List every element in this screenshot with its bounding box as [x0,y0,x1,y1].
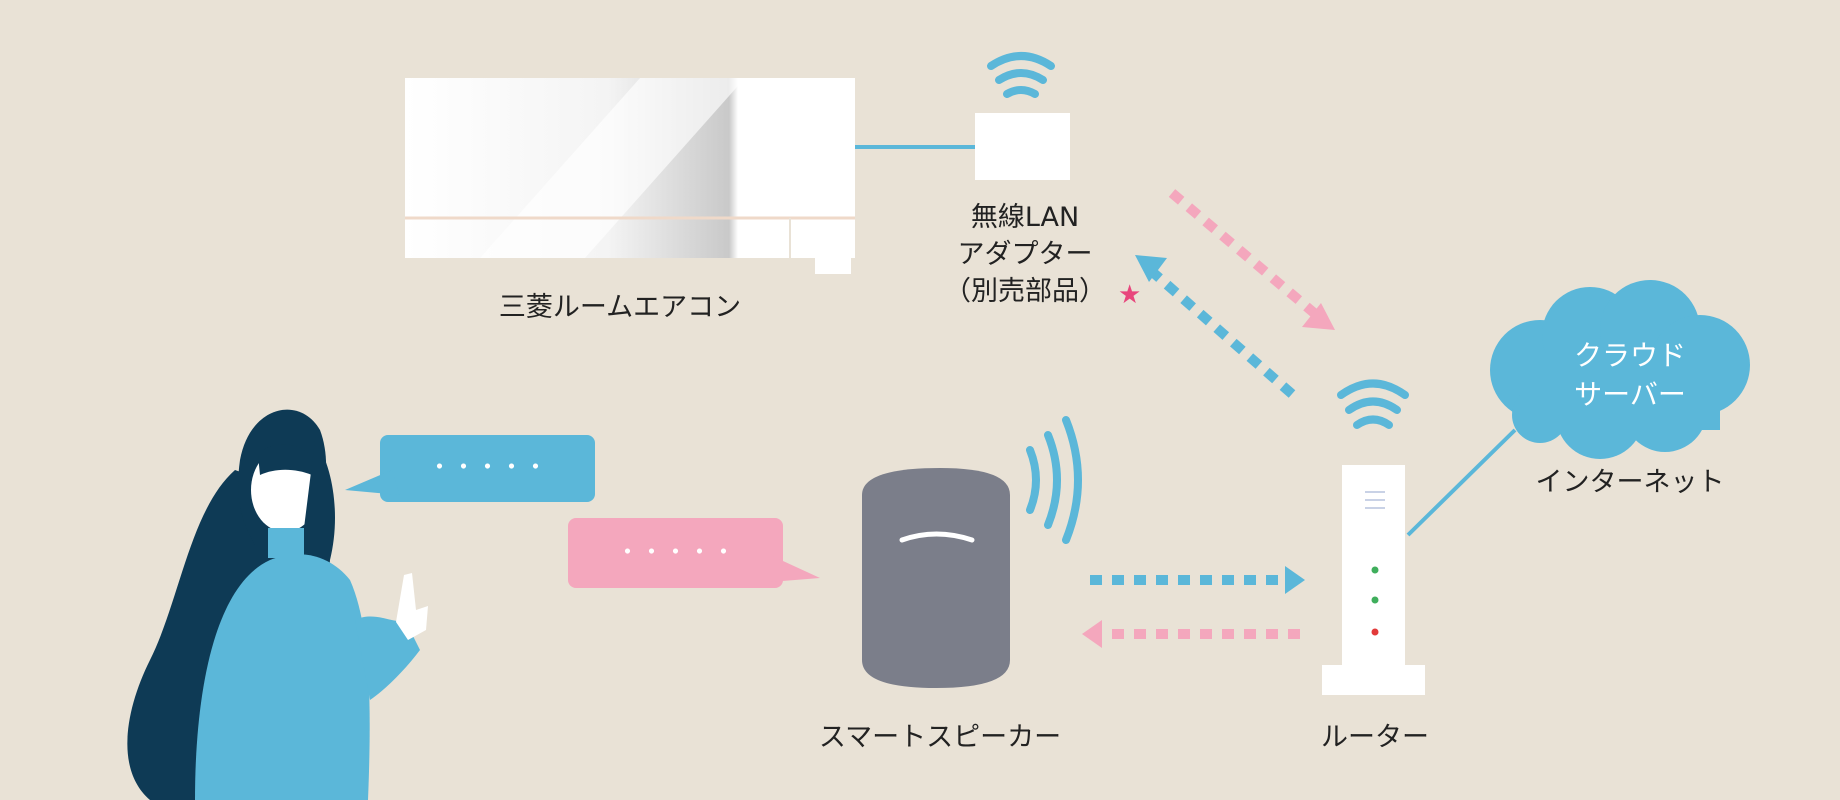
woman-user-icon [127,409,428,800]
wireless-lan-adapter-icon [975,113,1070,180]
air-conditioner-icon [405,78,855,274]
router-to-speaker-arrow [1082,620,1300,648]
smart-speaker-icon [862,468,1010,688]
speaker-label: スマートスピーカー [818,722,1062,753]
adapter-wifi-icon [987,52,1055,98]
adapter-label-line1: 無線LAN [970,202,1080,233]
cloud-label-line1: クラウド [1573,339,1686,372]
star-mark: ★ [1118,280,1142,310]
speech-bubble-pink-dots: ・・・・・ [615,538,736,566]
speaker-to-router-arrow [1090,566,1305,594]
router-label: ルーター [1321,722,1429,753]
cloud-server-icon [1490,280,1750,459]
router-to-adapter-arrow [1135,255,1296,398]
internet-connection-line [1406,428,1517,537]
speech-bubble-blue [345,435,595,502]
adapter-label-line3: （別売部品） [944,276,1106,307]
aircon-label: 三菱ルームエアコン [498,292,742,323]
router-wifi-icon [1337,379,1409,429]
adapter-to-router-arrow [1168,189,1335,330]
adapter-label-line2: アダプター [957,239,1093,270]
speech-bubble-pink [568,518,820,588]
router-icon [1322,465,1425,695]
internet-label: インターネット [1535,467,1725,498]
cloud-label-line2: サーバー [1574,378,1686,411]
speaker-wifi-icon [1026,416,1082,544]
speech-bubble-blue-dots: ・・・・・ [427,453,548,481]
